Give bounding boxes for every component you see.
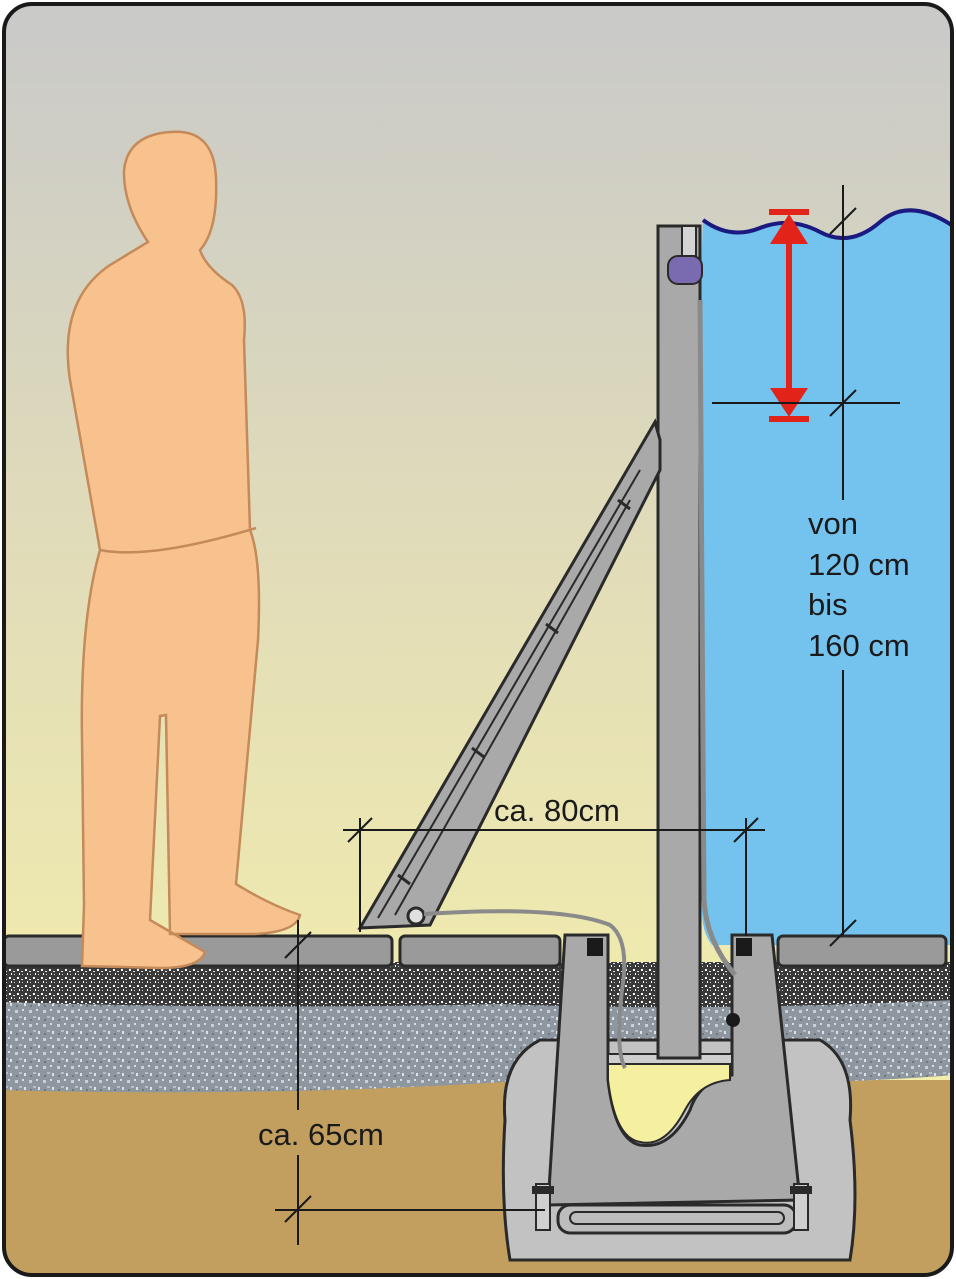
water-surface-line [701, 208, 952, 240]
flood-water [700, 210, 952, 945]
fastener [726, 1013, 740, 1027]
bedding-layer [4, 962, 952, 1008]
post-seal [667, 255, 703, 285]
height-min-label: 120 cm [808, 547, 910, 582]
depth-dimension-lines [275, 920, 545, 1245]
post-cap-slot [681, 225, 697, 257]
strut-hinge [406, 906, 426, 926]
base-bar [569, 1211, 785, 1225]
strut-rungs [397, 498, 631, 886]
height-to-label: bis [808, 587, 848, 622]
depth-label: ca. 65cm [258, 1117, 384, 1152]
paving-slab-2 [398, 934, 562, 968]
paving-slab-3 [776, 934, 948, 968]
height-dimension-lines [712, 185, 900, 947]
height-max-label: 160 cm [808, 628, 910, 663]
width-label: ca. 80cm [494, 793, 620, 828]
barrier-membrane [697, 299, 737, 977]
height-from-label: von [808, 506, 858, 541]
height-range-arrow [769, 209, 809, 422]
width-dimension-lines [343, 817, 765, 936]
support-strut [357, 418, 662, 930]
seal-clamp-left [587, 938, 603, 956]
barrier-post [656, 224, 702, 1060]
person-silhouette [66, 130, 302, 970]
seal-clamp-right [736, 938, 752, 956]
base-plate [556, 1203, 798, 1235]
strut-inner-rail [377, 469, 641, 919]
anchor-bolt-left [532, 1183, 554, 1231]
anchor-cavity [607, 1059, 731, 1144]
strut-cable [423, 909, 627, 1069]
person-arm-line [99, 526, 257, 554]
anchor-bolt-right [790, 1183, 812, 1231]
